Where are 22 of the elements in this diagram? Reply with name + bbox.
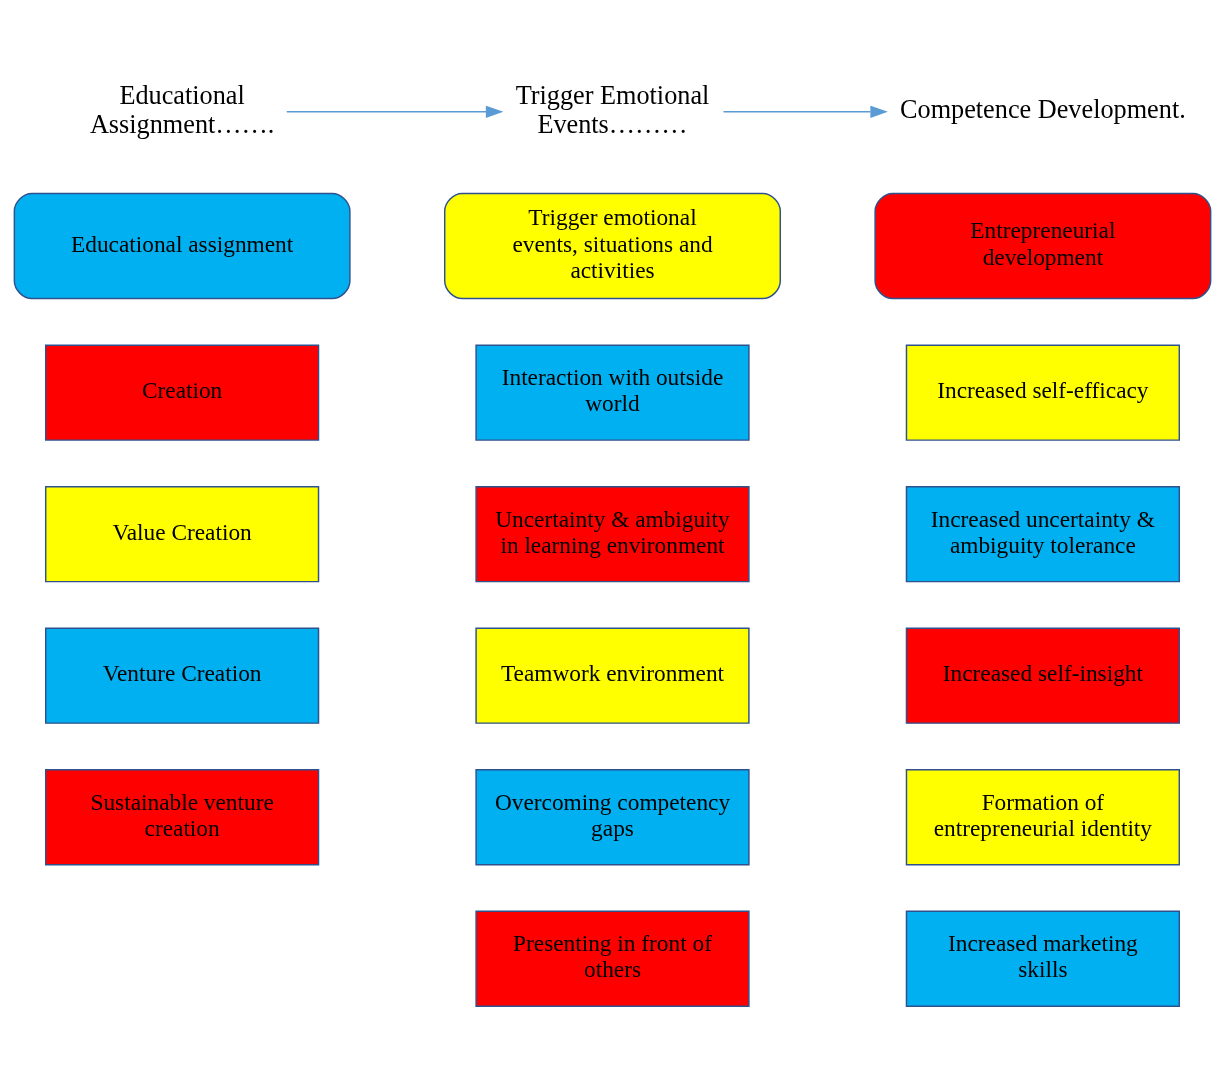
node-box: Interaction with outside world	[475, 344, 750, 441]
node-box: Sustainable venture creation	[45, 769, 320, 866]
node-box: Educational assignment	[13, 192, 351, 300]
node-box: Overcoming competency gaps	[475, 769, 750, 866]
node-box: Trigger emotional events, situations and activities	[444, 192, 781, 300]
node-box: Formation of entrepreneurial identity	[905, 769, 1180, 866]
node-text: Competence Development.	[900, 95, 1186, 125]
node-box: Increased self-efficacy	[905, 344, 1180, 441]
node-text: Trigger Emotional Events………	[515, 80, 710, 139]
node-text: Educational Assignment…….	[89, 80, 275, 139]
node-box: Increased self-insight	[905, 627, 1180, 724]
node-box: Presenting in front of others	[475, 910, 750, 1007]
node-box: Value Creation	[45, 486, 320, 583]
node-box: Increased marketing skills	[905, 910, 1180, 1007]
arrow	[286, 105, 504, 118]
node-box: Increased uncertainty & ambiguity tolerance	[905, 486, 1180, 583]
node-box: Creation	[45, 344, 320, 441]
node-box: Entrepreneurial development	[874, 192, 1212, 300]
node-box: Venture Creation	[45, 627, 320, 724]
node-box: Teamwork environment	[475, 627, 750, 724]
node-box: Uncertainty & ambiguity in learning environment	[475, 486, 750, 583]
arrow	[722, 105, 888, 118]
